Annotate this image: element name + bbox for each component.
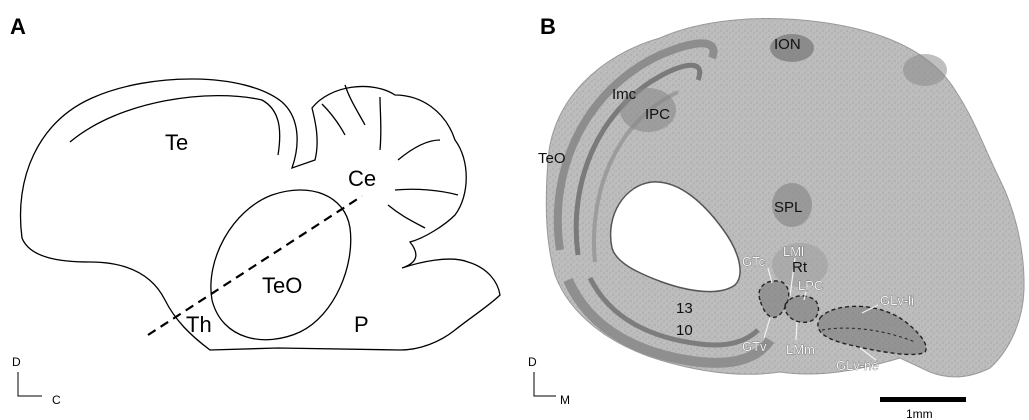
orientation-indicator-b: D M [528,355,570,407]
label-spl: SPL [774,199,802,216]
cerebellum-folia [322,85,458,228]
label-ipc: IPC [645,106,670,123]
label-lpc: LPC [798,278,823,293]
brain-outline [20,79,500,350]
label-gtv: GTv [742,339,767,354]
label-layer-13: 13 [676,300,693,317]
label-p: P [354,312,369,337]
orient-b-vertical: D [528,355,537,369]
scale-bar: 1mm [880,397,966,420]
section-plane-line [148,196,362,335]
label-glv-li: GLv-li [880,293,914,308]
scale-bar-label: 1mm [906,407,933,420]
label-ion: ION [774,36,801,53]
label-imc: Imc [612,86,637,103]
label-th: Th [186,312,212,337]
orient-a-horizontal: C [52,393,61,407]
panel-a-drawing [20,79,500,350]
orient-b-horizontal: M [560,393,570,407]
orientation-indicator-a: D C [12,355,61,407]
optic-tectum-outline [211,190,351,340]
label-glv-ne: GLv-ne [836,358,879,373]
label-ce: Ce [348,166,376,191]
label-rt: Rt [792,259,808,276]
label-teo-a: TeO [262,273,302,298]
label-te: Te [165,130,188,155]
label-teo-b: TeO [538,150,566,167]
label-layer-10: 10 [676,322,693,339]
dark-patch-right [903,54,947,86]
orient-a-vertical: D [12,355,21,369]
label-gtc: GTc [742,254,766,269]
label-lml: LMl [783,244,804,259]
panel-b-section [546,19,1024,377]
label-lmm: LMm [786,342,815,357]
